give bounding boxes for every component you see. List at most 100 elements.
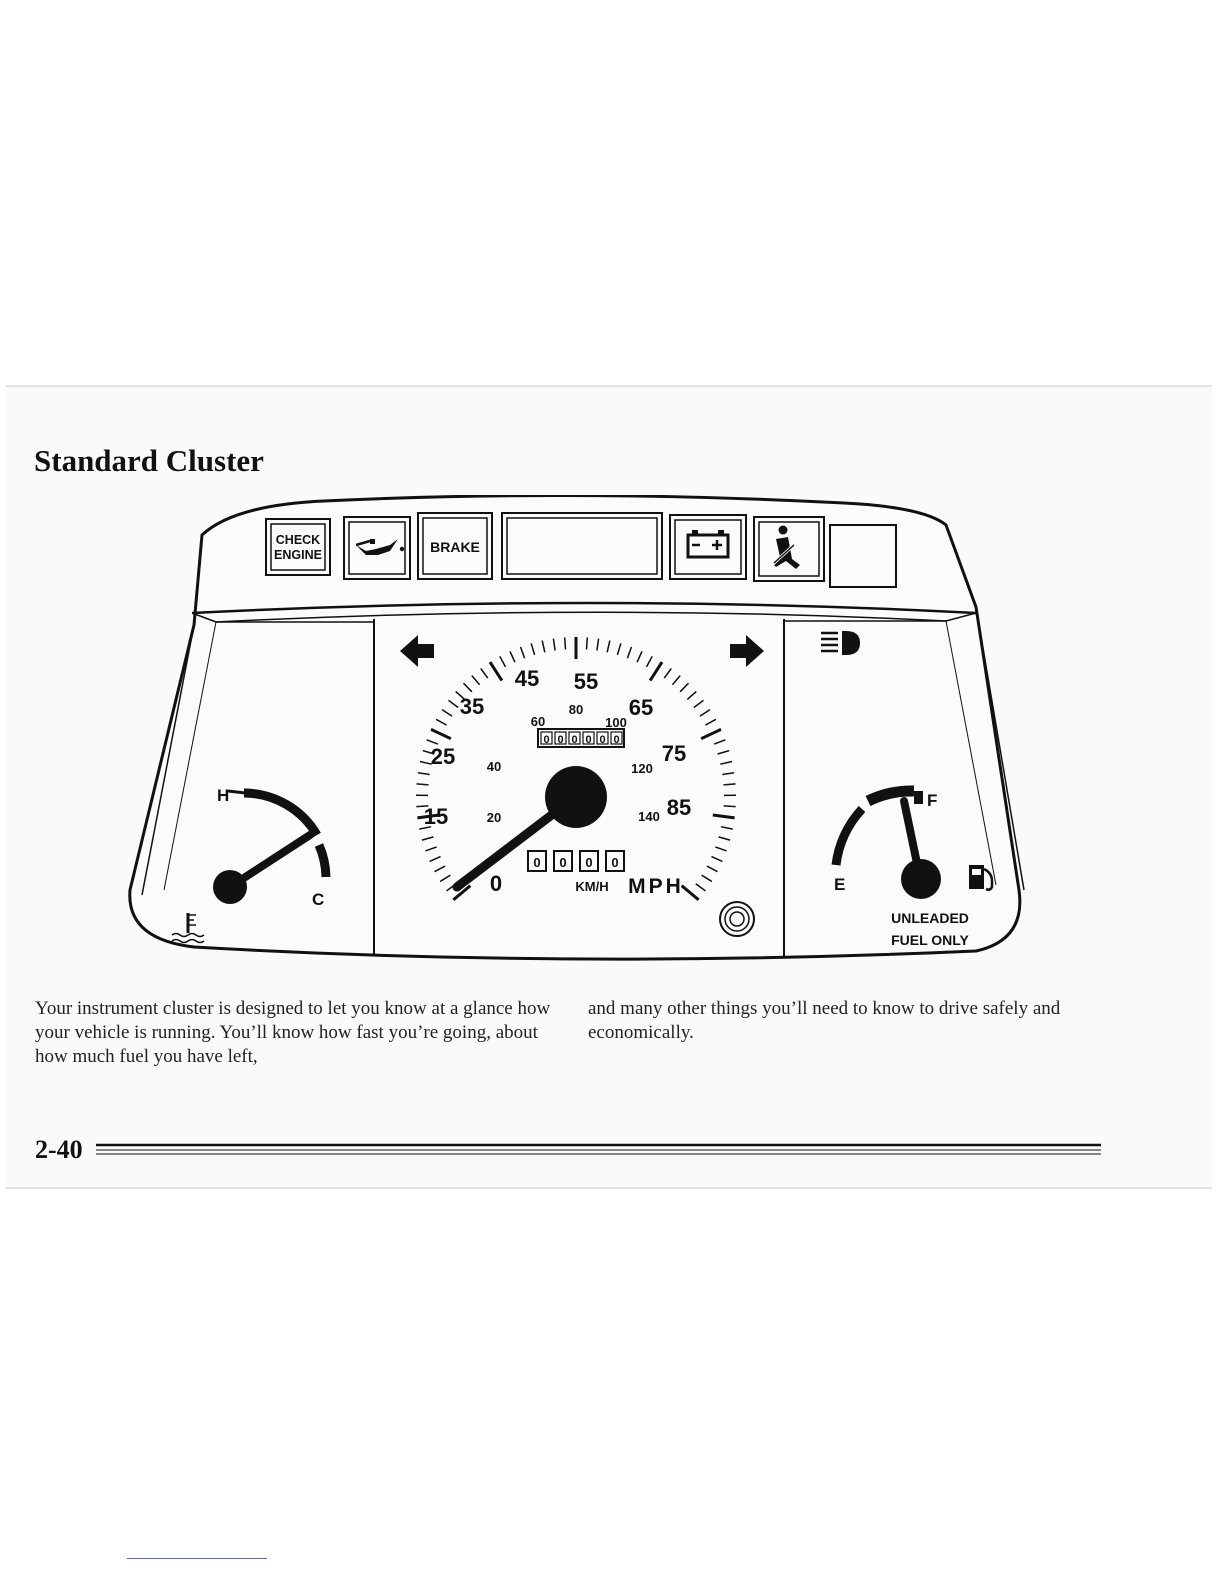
kmh-label: 20 [487, 810, 501, 825]
left-turn-arrow-icon [400, 635, 434, 667]
odometer-digit: 0 [585, 734, 591, 746]
speedometer-tick [711, 855, 723, 863]
mph-label: 65 [629, 695, 653, 720]
speedometer-tick [519, 646, 526, 659]
speedometer-tick [679, 682, 690, 693]
temp-hot-label: H [217, 786, 229, 805]
speedometer-tick [417, 771, 430, 776]
speedometer-tick [439, 874, 451, 883]
trip-digit: 0 [533, 855, 540, 870]
speedometer-tick [699, 708, 711, 717]
speedometer-tick [700, 728, 722, 741]
speedometer-tick [499, 655, 507, 668]
mph-label: 75 [662, 741, 686, 766]
page-number: 2-40 [35, 1135, 83, 1164]
mph-unit-label: MPH [628, 875, 684, 898]
mph-label: 25 [431, 744, 455, 769]
odometer-digit: 0 [543, 734, 549, 746]
manual-page: Standard Cluster CHECK ENGINE [6, 385, 1212, 1189]
speedometer-tick [441, 708, 453, 717]
odometer-digit: 0 [599, 734, 605, 746]
needle-hub [545, 766, 607, 828]
speedometer-tick [706, 865, 718, 873]
trip-odometer: 0 0 0 0 [527, 850, 625, 872]
speedometer-tick [552, 638, 556, 651]
odometer-digit: 0 [557, 734, 563, 746]
mph-label: 55 [574, 669, 598, 694]
speedometer-tick [693, 699, 704, 709]
fuel-full-label: F [927, 791, 937, 810]
speedometer-tick [471, 675, 481, 686]
speedometer-tick [448, 699, 459, 709]
speedometer-tick [645, 655, 653, 668]
speedometer-tick [419, 760, 432, 765]
speedometer-tick [723, 783, 736, 786]
speedometer-tick [541, 640, 546, 653]
kmh-label: 80 [569, 702, 583, 717]
mph-label: 45 [515, 666, 539, 691]
trip-digit: 0 [559, 855, 566, 870]
speedometer-tick [720, 760, 733, 765]
speedometer-tick [717, 749, 730, 755]
page-title: Standard Cluster [34, 443, 264, 478]
mph-scale: 0 15 25 35 45 55 65 75 85 [424, 666, 691, 896]
speedometer-tick [426, 739, 439, 745]
fuel-empty-label: E [834, 875, 845, 894]
temperature-gauge: H C [171, 786, 331, 944]
speedometer-tick [701, 874, 713, 883]
link-underline [127, 1558, 267, 1559]
speedometer-tick [616, 643, 622, 656]
footer-rule [96, 1143, 1101, 1155]
trip-digit: 0 [585, 855, 592, 870]
speedometer-tick [680, 884, 700, 901]
odometer-digit: 0 [613, 734, 619, 746]
speedometer-tick [416, 783, 429, 786]
kmh-label: 40 [487, 759, 501, 774]
speedometer-tick [715, 846, 727, 852]
brake-label: BRAKE [430, 539, 480, 555]
speedometer-tick [712, 813, 735, 820]
instrument-cluster-illustration: CHECK ENGINE BRAKE [128, 495, 1025, 961]
high-beam-icon [821, 631, 860, 655]
speedometer-tick [435, 718, 447, 726]
kmh-label: 140 [638, 809, 660, 824]
brake-light: BRAKE [417, 512, 493, 580]
blank-indicator-small [829, 524, 897, 588]
speedometer-tick [416, 805, 429, 808]
check-engine-label-2: ENGINE [274, 548, 322, 562]
check-engine-label-1: CHECK [276, 533, 320, 547]
speedometer-tick [429, 855, 441, 863]
speedometer-tick [636, 650, 643, 663]
blank-indicator-wide [501, 512, 663, 580]
trip-reset-button[interactable] [719, 901, 755, 937]
kmh-label: 60 [531, 714, 545, 729]
kmh-scale: 20 40 60 80 100 120 140 [487, 702, 660, 825]
mph-label: 85 [667, 795, 691, 820]
speedometer-tick [723, 805, 736, 808]
trip-digit: 0 [611, 855, 618, 870]
coolant-temperature-icon [171, 913, 205, 944]
odometer: 0 0 0 0 0 0 [537, 728, 625, 748]
speedometer-tick [686, 690, 697, 700]
oil-pressure-light [343, 516, 411, 580]
speedometer-tick [705, 718, 717, 726]
speedometer-tick [606, 640, 611, 653]
unleaded-label: UNLEADED [891, 910, 969, 926]
speedometer-tick [419, 825, 432, 830]
speedometer-tick [663, 668, 672, 679]
battery-icon [686, 530, 730, 559]
intro-paragraph-continued: and many other things you’ll need to kno… [588, 998, 1061, 1043]
odometer-digit: 0 [571, 734, 577, 746]
oil-can-icon [355, 539, 405, 555]
speedometer-tick [417, 813, 440, 820]
speedometer-tick [713, 739, 726, 745]
right-turn-arrow-icon [730, 635, 764, 667]
speedometer-tick [425, 846, 437, 852]
fuel-only-label: FUEL ONLY [891, 932, 969, 948]
speedometer-tick [452, 884, 472, 901]
check-engine-light: CHECK ENGINE [265, 518, 331, 576]
speedometer-tick [422, 749, 435, 755]
fuel-pump-icon [969, 865, 994, 891]
speedometer-tick [434, 865, 446, 873]
speedometer-tick [430, 728, 452, 741]
